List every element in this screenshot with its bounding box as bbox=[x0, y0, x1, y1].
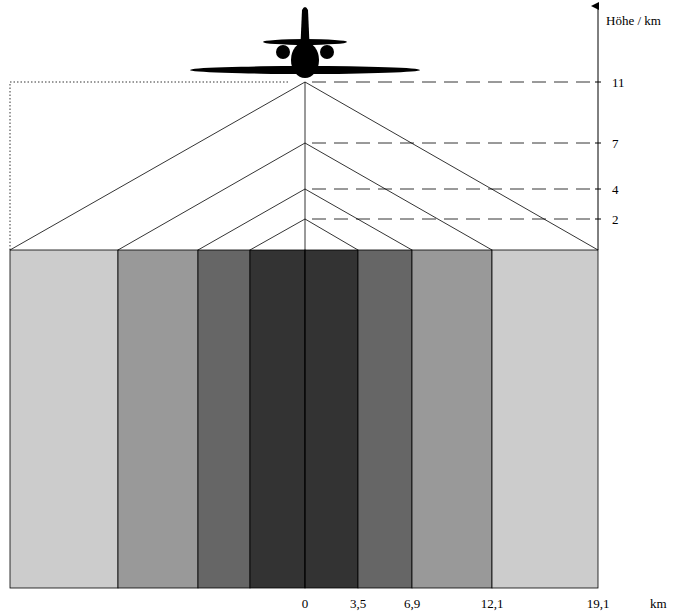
distance-label: 6,9 bbox=[404, 597, 420, 610]
distance-label: 0 bbox=[302, 597, 309, 610]
tick-label: 4 bbox=[612, 183, 619, 196]
axis-title: Höhe / km bbox=[606, 14, 661, 27]
height-axis bbox=[595, 6, 601, 250]
distance-label: 3,5 bbox=[350, 597, 366, 610]
airplane-silhouette bbox=[190, 7, 420, 78]
dotted-frame bbox=[10, 82, 290, 250]
distance-label: 12,1 bbox=[481, 597, 504, 610]
distance-label: 19,1 bbox=[587, 597, 610, 610]
tick-label: 11 bbox=[612, 76, 625, 89]
coverage-bands bbox=[10, 250, 598, 588]
height-lines bbox=[312, 82, 595, 219]
tick-label: 7 bbox=[612, 137, 619, 150]
distance-label: km bbox=[650, 597, 667, 610]
tick-label: 2 bbox=[612, 213, 619, 226]
view-cones bbox=[10, 82, 598, 588]
